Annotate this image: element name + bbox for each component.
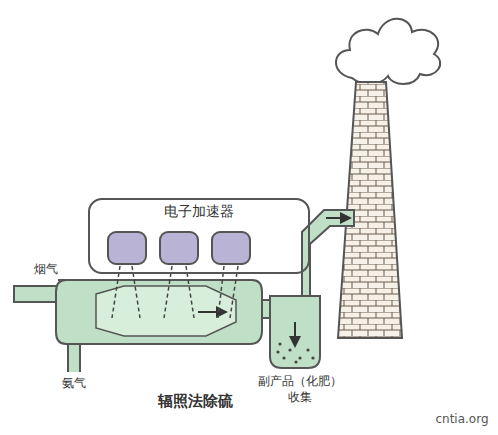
stack-flow-arrow: [326, 217, 346, 219]
gas-label: 烟气: [16, 262, 76, 278]
flue-inlet-pipe: [14, 286, 60, 302]
fertilizer-dots: [276, 342, 314, 363]
smoke-cloud: [336, 19, 440, 84]
accelerator-head: [160, 232, 198, 264]
byproduct-label: 副产品（化肥） 收集: [254, 374, 346, 405]
byproduct-collector: [270, 296, 320, 368]
accelerator-head: [108, 232, 146, 264]
node-title: 电子加速器: [90, 200, 308, 220]
accelerator-head: [212, 232, 250, 264]
reaction-vessel: [56, 280, 262, 344]
settle-arrow: [294, 322, 296, 342]
watermark: cntia.org: [427, 412, 497, 428]
caption: 辐照法除硫: [158, 392, 233, 411]
gas-label: 氨气: [44, 376, 104, 392]
reaction-zone: [96, 286, 236, 336]
accelerator-box: 电子加速器: [88, 198, 310, 274]
